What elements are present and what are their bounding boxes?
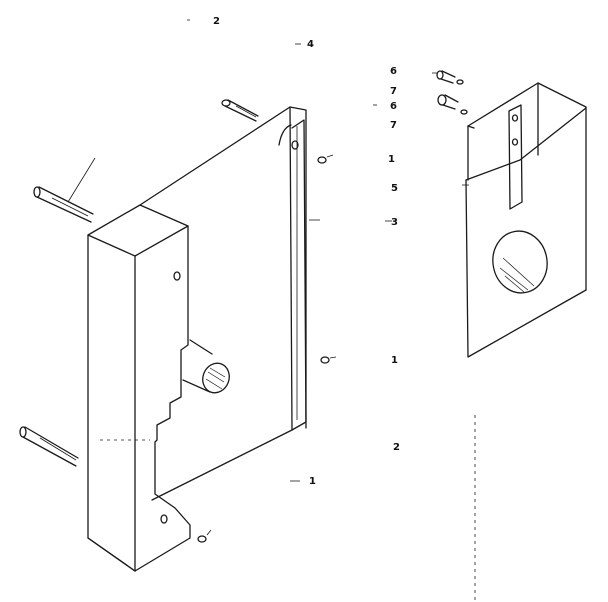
screw-lower <box>437 94 468 115</box>
lower-left-bolt <box>19 426 79 467</box>
callout-label: 7 <box>390 120 397 131</box>
upper-left-bolt <box>33 157 96 223</box>
outlet-pipe <box>182 339 230 394</box>
rail-top-hole <box>291 140 299 150</box>
screw-upper <box>432 70 464 85</box>
callout-label: 7 <box>390 86 397 97</box>
column-housing <box>87 204 191 572</box>
callout-label: 6 <box>390 101 397 112</box>
callout-label: 2 <box>213 16 220 27</box>
washer-lower <box>197 529 212 543</box>
washer-upper <box>317 154 334 164</box>
top-center-bolt <box>221 99 259 122</box>
callout-label: 1 <box>388 154 395 165</box>
cover-shield <box>465 82 587 358</box>
column-top-hole <box>173 271 181 281</box>
callout-label: 1 <box>309 476 316 487</box>
callout-label: 3 <box>391 217 398 228</box>
rail-strip <box>278 119 320 429</box>
callout-label: 4 <box>307 39 314 50</box>
callout-label: 1 <box>391 355 398 366</box>
leader-marks <box>187 19 469 482</box>
washer-middle <box>320 356 337 364</box>
callout-label: 5 <box>391 183 398 194</box>
mounting-bracket <box>508 104 523 210</box>
back-plate <box>139 106 307 501</box>
callout-label: 6 <box>390 66 397 77</box>
center-lines <box>100 415 476 600</box>
column-bottom-hole <box>160 514 168 524</box>
cover-opening <box>492 230 548 294</box>
callout-label: 2 <box>393 442 400 453</box>
